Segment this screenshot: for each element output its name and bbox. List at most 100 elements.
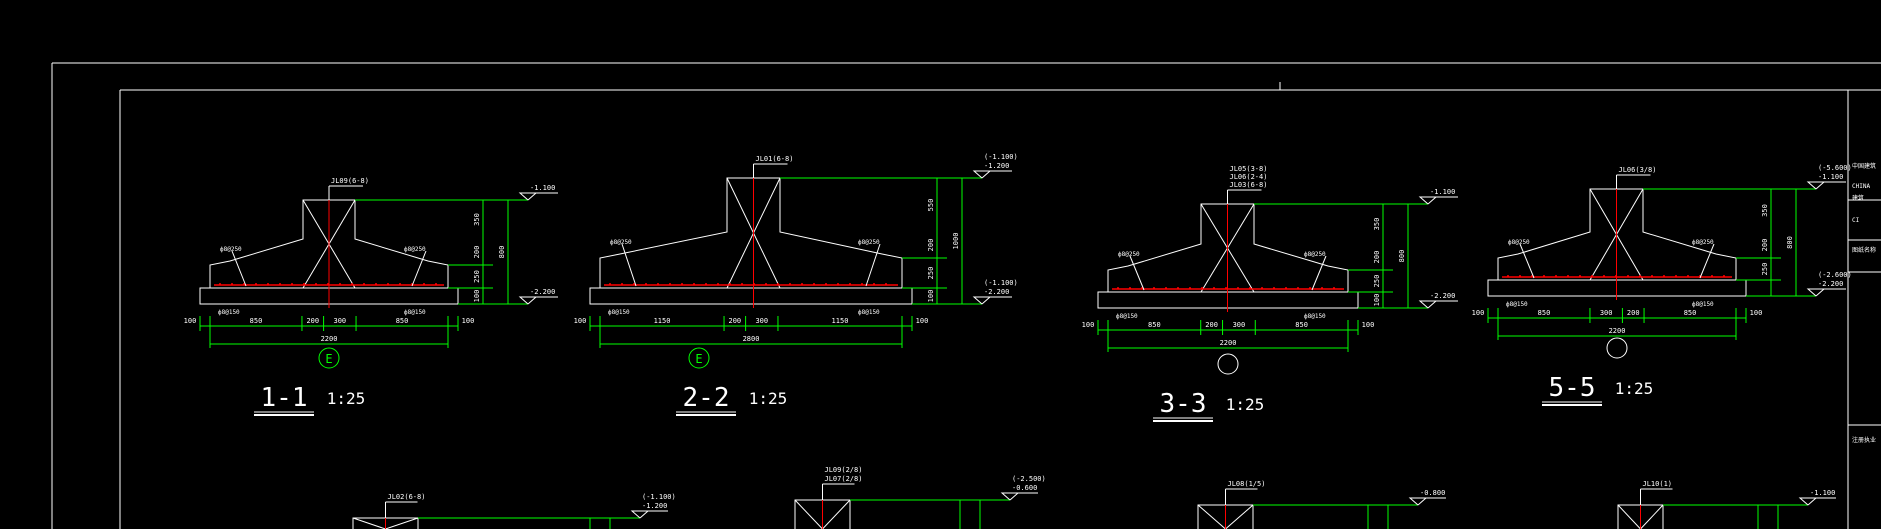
drawing-frame (51, 62, 1881, 529)
vertical-dimension-value: 550 (927, 199, 935, 212)
rebar-dot (1237, 287, 1239, 289)
level-text-bottom: (-2.600) (1818, 271, 1852, 279)
rebar-dot (291, 283, 293, 285)
level-text: -1.100 (1810, 489, 1835, 497)
rebar-dot (705, 283, 707, 285)
column-diagonal (352, 517, 386, 529)
vertical-dimension-value: 100 (473, 290, 481, 303)
vertical-dimension-value: 100 (1373, 294, 1381, 307)
dimension-value: 200 (728, 317, 741, 325)
rebar-dot (1165, 287, 1167, 289)
rebar-dot (1177, 287, 1179, 289)
level-text-bottom: -2.200 (530, 288, 555, 296)
rebar-dot (1321, 287, 1323, 289)
rebar-dot (801, 283, 803, 285)
rebar-dot (849, 283, 851, 285)
section-scale: 1:25 (749, 389, 788, 408)
lower-row-drawings: JL02(6-8)(-1.100)-1.200JL09(2/8)JL07(2/8… (352, 466, 1836, 529)
section-title: 1-1 (261, 383, 308, 413)
vertical-dimension-value: 200 (473, 246, 481, 259)
beam-note: JL08(1/5) (1228, 480, 1266, 488)
title-block-row5: 注册执业 (1852, 436, 1876, 444)
level-text: -0.800 (1420, 489, 1445, 497)
rebar-dot (1189, 287, 1191, 289)
level-text: (-1.100) (642, 493, 676, 501)
beam-note: JL03(6-8) (1230, 181, 1268, 189)
rebar-dot (267, 283, 269, 285)
rebar-dot (861, 283, 863, 285)
beam-note: JL06(3/8) (1619, 166, 1657, 174)
rebar-label-right: ф8@250 (1304, 251, 1326, 258)
hook-left (621, 243, 637, 287)
rebar-dot (1651, 275, 1653, 277)
mesh-label-left: ф8@150 (1506, 301, 1528, 308)
rebar-dot (1603, 275, 1605, 277)
vertical-dimension-value: 100 (927, 290, 935, 303)
axis-label: E (695, 352, 702, 366)
rebar-dot (399, 283, 401, 285)
dimension-value: 100 (184, 317, 197, 325)
dimension-value: 850 (1295, 321, 1308, 329)
dimension-value: 300 (333, 317, 346, 325)
dimension-value: 850 (250, 317, 263, 325)
level-text-2: -0.600 (1012, 484, 1037, 492)
rebar-dot (1285, 287, 1287, 289)
axis-bubble (318, 347, 340, 369)
column-diagonal (1640, 504, 1664, 529)
column-diagonal (794, 499, 823, 529)
rebar-dot (327, 283, 329, 285)
dimension-value: 1150 (654, 317, 671, 325)
mesh-label-right: ф8@150 (1304, 313, 1326, 320)
beam-note: JL06(2-4) (1230, 173, 1268, 181)
beam-note: JL02(6-8) (388, 493, 426, 501)
level-text-bottom: -2.200 (1430, 292, 1455, 300)
rebar-dot (1129, 287, 1131, 289)
rebar-dot (1591, 275, 1593, 277)
rebar-dot (1663, 275, 1665, 277)
axis-bubble (1606, 337, 1628, 359)
rebar-dot (219, 283, 221, 285)
rebar-dot (1249, 287, 1251, 289)
axis-bubble (1217, 353, 1239, 375)
hook-right (1311, 255, 1327, 291)
rebar-dot (279, 283, 281, 285)
title-block-row3: CI (1852, 217, 1860, 224)
rebar-dot (825, 283, 827, 285)
dimension-value: 850 (396, 317, 409, 325)
rebar-dot (303, 283, 305, 285)
dimension-value: 200 (306, 317, 319, 325)
rebar-label-right: ф8@250 (404, 246, 426, 253)
vertical-dimension-value: 250 (473, 270, 481, 283)
beam-note: JL09(6-8) (331, 177, 369, 185)
vertical-dimension-total-value: 1000 (952, 233, 960, 250)
total-dimension-value: 2800 (743, 335, 760, 343)
vertical-dimension-value: 200 (927, 239, 935, 252)
rebar-dot (717, 283, 719, 285)
level-text-top-2: -1.200 (984, 162, 1009, 170)
dimension-value: 200 (1205, 321, 1218, 329)
dimension-value: 200 (1627, 309, 1640, 317)
vertical-dimension-value: 350 (473, 213, 481, 226)
rebar-dot (621, 283, 623, 285)
rebar-dot (1297, 287, 1299, 289)
beam-note: JL09(2/8) (825, 466, 863, 474)
rebar-dot (387, 283, 389, 285)
rebar-dot (1579, 275, 1581, 277)
rebar-dot (255, 283, 257, 285)
rebar-dot (435, 283, 437, 285)
rebar-dot (423, 283, 425, 285)
rebar-dot (1117, 287, 1119, 289)
column-diagonal (1617, 504, 1641, 529)
rebar-dot (363, 283, 365, 285)
title-block-row1: CHINA (1852, 183, 1870, 190)
dimension-value: 300 (1233, 321, 1246, 329)
rebar-dot (1333, 287, 1335, 289)
level-text-top-2: -1.100 (1818, 173, 1843, 181)
rebar-dot (633, 283, 635, 285)
rebar-dot (1555, 275, 1557, 277)
